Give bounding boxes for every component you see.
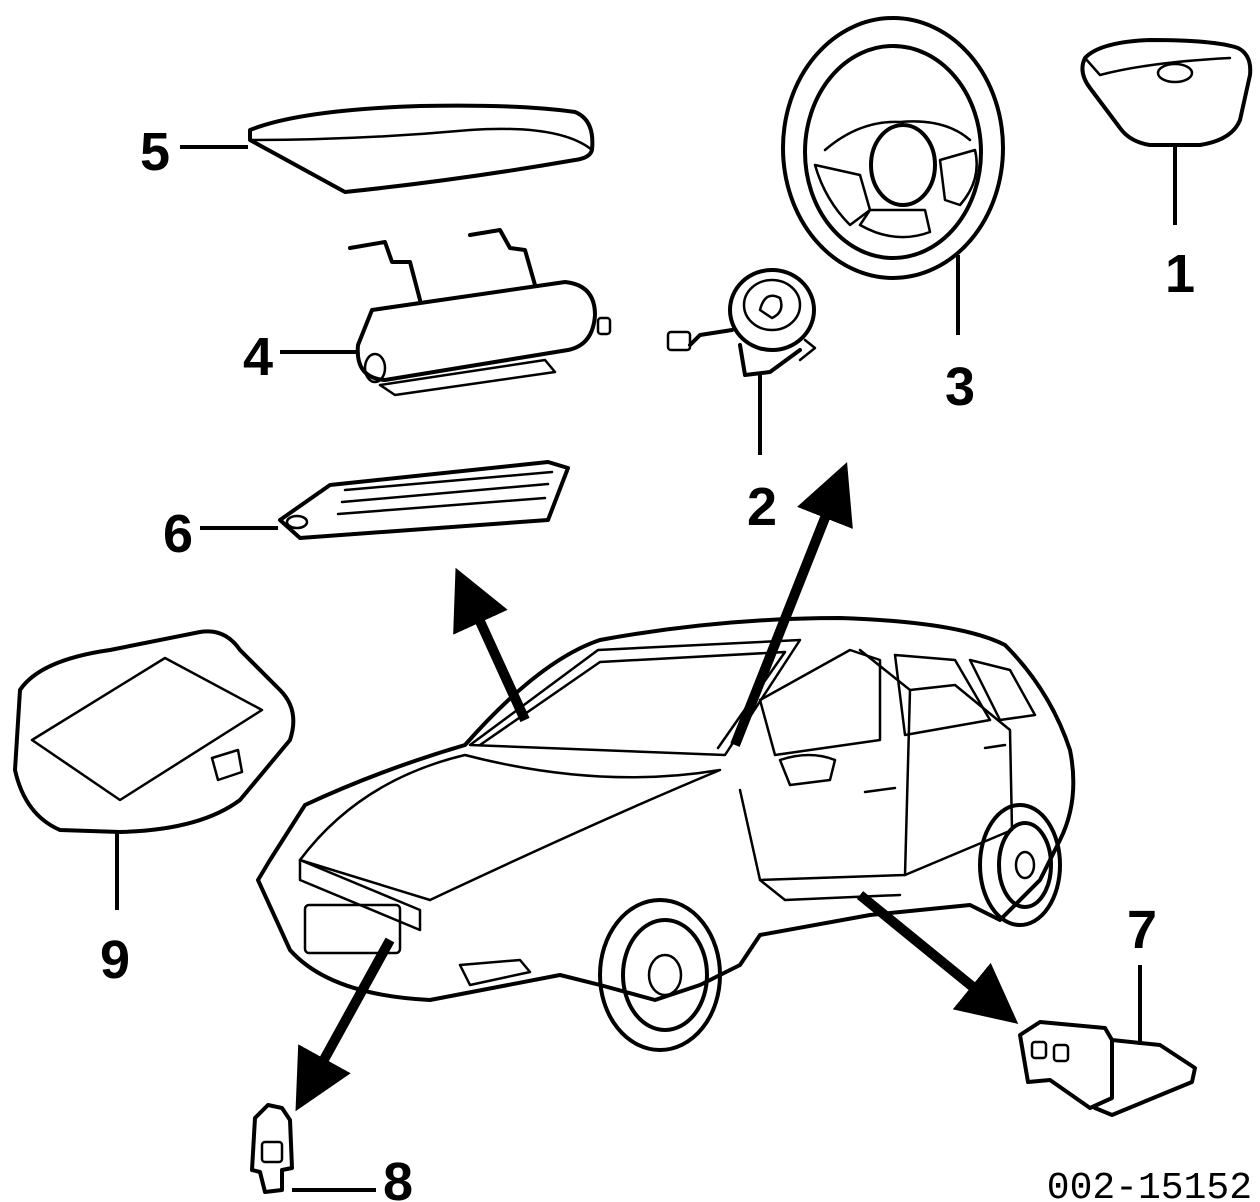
callout-7: 7 bbox=[1127, 900, 1157, 960]
document-id: 002-15152 bbox=[1047, 1167, 1252, 1202]
crash-sensor-bracket-icon bbox=[1018, 965, 1197, 1117]
impact-sensor-icon bbox=[250, 1103, 376, 1194]
callout-8: 8 bbox=[383, 1152, 413, 1202]
steering-wheel-icon bbox=[781, 16, 1005, 335]
arrow-to-sensor-8 bbox=[295, 937, 395, 1112]
arrow-to-sensor-6 bbox=[453, 567, 530, 723]
callout-2: 2 bbox=[747, 477, 777, 537]
callout-1: 1 bbox=[1165, 244, 1195, 304]
seat-occupant-sensor-icon bbox=[13, 629, 296, 910]
callout-5: 5 bbox=[140, 122, 170, 182]
arrow-to-clockspring-2 bbox=[730, 462, 853, 747]
callout-4: 4 bbox=[243, 327, 273, 387]
airbag-module-icon bbox=[1080, 38, 1253, 225]
callout-3: 3 bbox=[945, 357, 975, 417]
arrow-to-bracket-7 bbox=[856, 891, 1019, 1024]
callout-6: 6 bbox=[163, 504, 193, 564]
inflator-icon bbox=[280, 228, 612, 397]
callout-9: 9 bbox=[100, 930, 130, 990]
pointer-arrows bbox=[295, 462, 1019, 1112]
airbag-sensor-icon bbox=[200, 460, 570, 540]
passenger-airbag-cover-icon bbox=[180, 103, 595, 194]
clockspring-icon bbox=[666, 268, 817, 455]
vehicle-icon bbox=[256, 616, 1076, 1052]
